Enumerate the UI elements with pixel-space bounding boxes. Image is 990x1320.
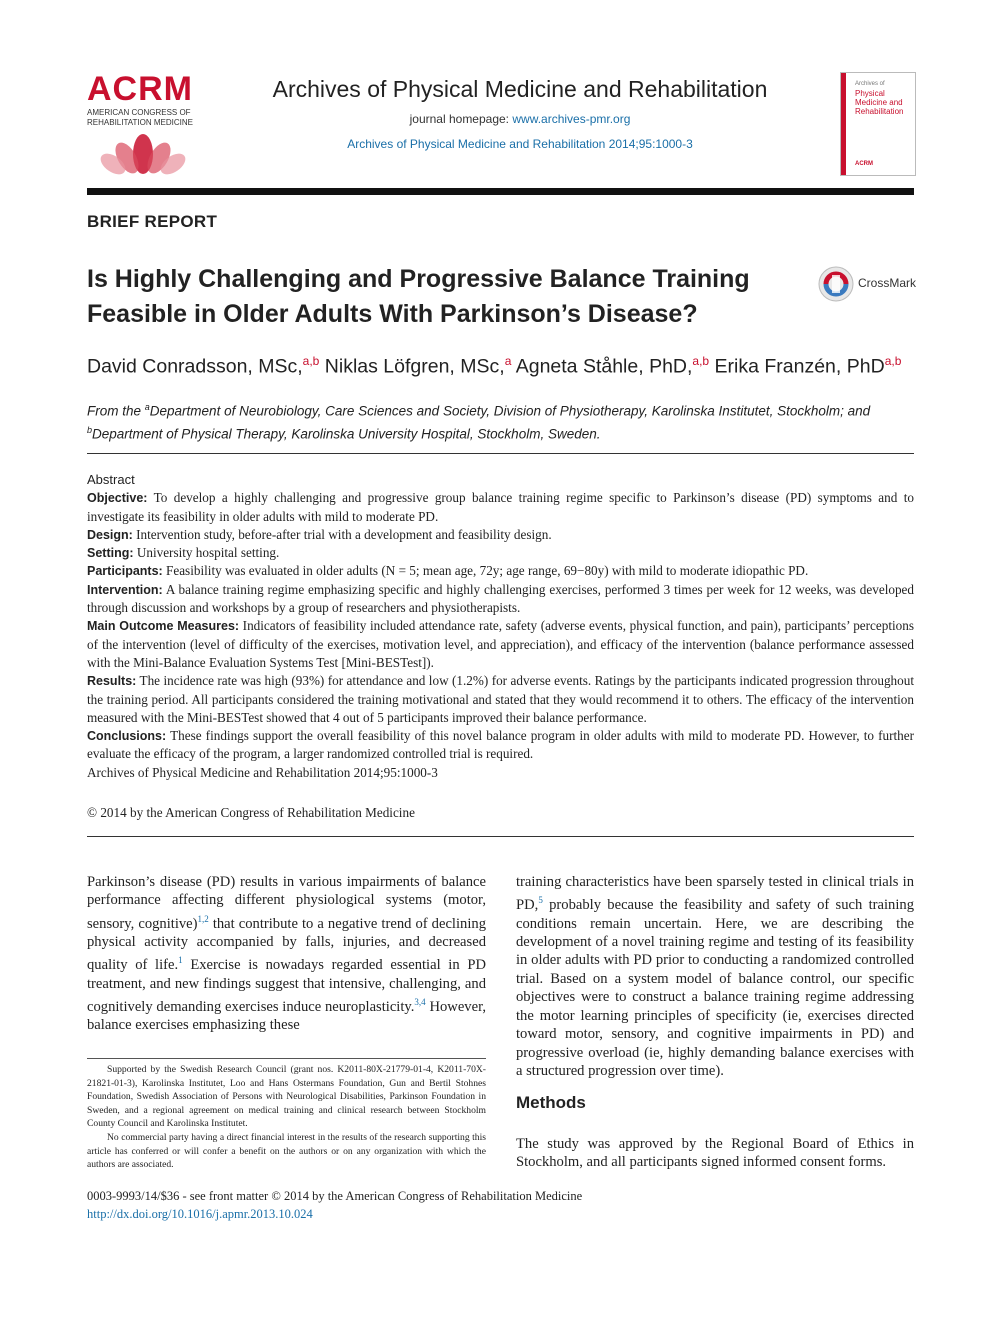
author-affiliation-mark[interactable]: a,b [302,354,320,368]
abstract-copyright: © 2014 by the American Congress of Rehab… [87,805,415,820]
affiliation-prefix: From the [87,403,145,419]
abstract-text: These findings support the overall feasi… [87,728,914,762]
author-name: Erika Franzén, PhD [709,355,885,378]
body-column-left: Parkinson’s disease (PD) results in vari… [87,873,486,1035]
methods-heading: Methods [516,1093,586,1112]
abstract-participants: Participants: Feasibility was evaluated … [87,562,914,580]
affiliation-mark-a: a [144,402,150,412]
author-affiliation-mark[interactable]: a,b [692,354,710,368]
abstract-text: A balance training regime emphasizing sp… [87,581,914,616]
abstract-text: Intervention study, before-after trial w… [132,526,552,542]
abstract-citation: Archives of Physical Medicine and Rehabi… [87,764,438,780]
abstract: Abstract Objective: To develop a highly … [87,471,914,782]
abstract-heading: Abstract [87,472,135,487]
author-name: Niklas Löfgren, MSc, [319,355,505,378]
abstract-objective: Objective: To develop a highly challengi… [87,489,914,526]
journal-title: Archives of Physical Medicine and Rehabi… [272,76,768,102]
conflict-footnote: No commercial party having a direct fina… [87,1131,486,1171]
header-divider [87,188,914,195]
body-text: Parkinson’s disease (PD) results in vari… [87,874,486,932]
crossmark-icon [818,266,854,302]
author-list: David Conradsson, MSc,a,b Niklas Löfgren… [87,354,917,379]
abstract-outcome-measures: Main Outcome Measures: Indicators of fea… [87,617,914,672]
body-text: that contribute to a negative trend of d… [87,915,486,974]
funding-footnote: Supported by the Swedish Research Counci… [87,1064,486,1130]
affiliations: From the aDepartment of Neurobiology, Ca… [87,398,914,443]
affiliation-mark-b: b [87,424,93,435]
abstract-label: Participants: [87,564,163,579]
body-text: training characteristics have been spars… [516,874,914,914]
abstract-design: Design: Intervention study, before-after… [87,526,914,544]
body-text: Exercise is nowadays regarded essential … [87,957,486,1016]
abstract-label: Setting: [87,546,134,561]
author-name: Agneta Ståhle, PhD, [511,355,693,378]
abstract-label: Conclusions: [87,729,167,744]
cover-band [841,73,846,175]
affiliation-a: Department of Neurobiology, Care Science… [149,403,871,419]
journal-citation-link[interactable]: Archives of Physical Medicine and Rehabi… [347,137,693,151]
logo-subtext: AMERICAN CONGRESS OF REHABILITATION MEDI… [87,108,193,127]
logo-text: ACRM [87,70,193,108]
journal-homepage: journal homepage: www.archives-pmr.org [220,112,820,126]
abstract-results: Results: The incidence rate was high (93… [87,672,914,727]
doi-link[interactable]: http://dx.doi.org/10.1016/j.apmr.2013.10… [87,1207,313,1221]
abstract-text: The incidence rate was high (93%) for at… [87,673,914,725]
abstract-text: University hospital setting. [133,545,280,561]
article-title: Is Highly Challenging and Progressive Ba… [87,265,750,328]
abstract-label: Main Outcome Measures: [87,619,240,634]
author-name: David Conradsson, MSc, [87,355,303,378]
journal-cover-thumbnail[interactable]: Archives of Physical Medicine and Rehabi… [840,72,916,176]
abstract-bottom-rule [87,836,914,837]
lotus-icon [100,134,186,175]
article-type: BRIEF REPORT [87,212,218,231]
abstract-top-rule [87,453,914,454]
homepage-label: journal homepage: [409,112,513,126]
abstract-text: Indicators of feasibility included atten… [87,618,914,670]
abstract-conclusions: Conclusions: These findings support the … [87,727,914,764]
abstract-label: Objective: [87,491,148,506]
front-matter: 0003-9993/14/$36 - see front matter © 20… [87,1189,583,1203]
acrm-logo: ACRM AMERICAN CONGRESS OF REHABILITATION… [87,72,199,180]
author-affiliation-mark[interactable]: a [504,354,512,368]
abstract-setting: Setting: University hospital setting. [87,544,914,562]
cover-logo: ACRM [855,161,873,167]
intro-paragraph-continued: training characteristics have been spars… [516,873,914,1080]
affiliation-b: Department of Physical Therapy, Karolins… [92,426,601,441]
cover-line1: Archives of [855,81,885,87]
abstract-label: Results: [87,674,137,689]
abstract-label: Intervention: [87,582,163,597]
footnotes: Supported by the Swedish Research Counci… [87,1063,486,1172]
citation-ref[interactable]: 1 [178,955,183,966]
citation-ref[interactable]: 3,4 [414,997,426,1008]
citation-ref[interactable]: 1,2 [197,913,209,924]
crossmark-badge[interactable]: CrossMark [818,264,918,304]
body-column-right: training characteristics have been spars… [516,873,914,1080]
abstract-text: Feasibility was evaluated in older adult… [162,563,809,579]
cover-line2: Physical Medicine and Rehabilitation [855,89,904,116]
author-affiliation-mark[interactable]: a,b [884,354,902,368]
abstract-text: To develop a highly challenging and prog… [87,490,914,524]
homepage-link[interactable]: www.archives-pmr.org [512,112,631,126]
crossmark-label: CrossMark [858,276,917,290]
body-text: probably because the feasibility and saf… [516,897,914,1079]
body-text: However, balance exercises emphasizing t… [87,999,486,1034]
citation-ref[interactable]: 5 [538,895,543,906]
abstract-intervention: Intervention: A balance training regime … [87,581,914,618]
intro-paragraph: Parkinson’s disease (PD) results in vari… [87,873,486,1035]
footnote-rule [87,1058,486,1059]
methods-paragraph: The study was approved by the Regional B… [516,1136,914,1171]
abstract-label: Design: [87,527,133,542]
